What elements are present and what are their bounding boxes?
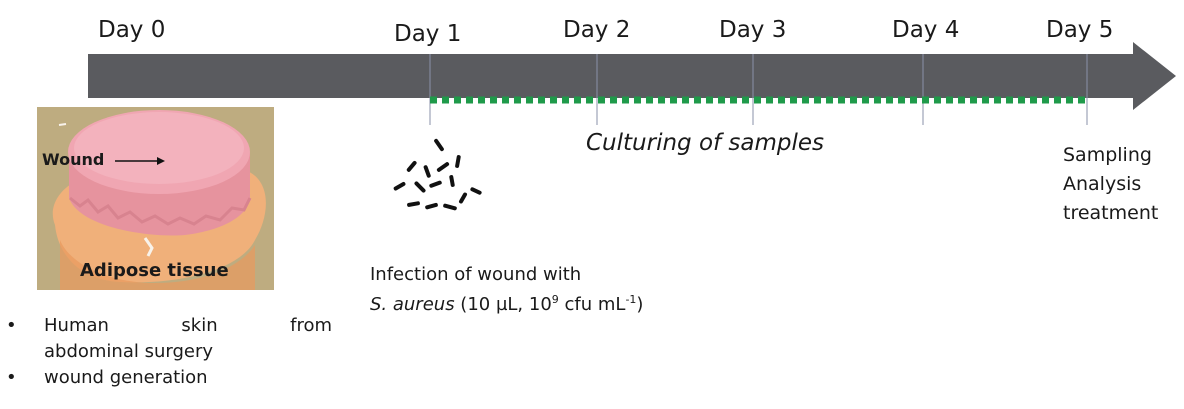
bullet-item-1-cont: abdominal surgery [4, 339, 344, 365]
infection-line-2: S. aureus (10 µL, 109 cfu mL-1) [370, 290, 643, 320]
infection-line-1: Infection of wound with [370, 260, 643, 290]
organism-name: S. aureus [370, 294, 455, 315]
culturing-label: Culturing of samples [586, 130, 824, 156]
infection-text: Infection of wound with S. aureus (10 µL… [370, 260, 643, 320]
bullet-text: abdominal surgery [44, 341, 213, 362]
day-label-1: Day 1 [394, 21, 461, 47]
dose-unit-exponent: -1 [625, 293, 636, 306]
bacteria-icon [393, 138, 482, 211]
final-step-treatment: treatment [1063, 199, 1158, 228]
bullet-word: skin [181, 313, 217, 339]
final-step-sampling: Sampling [1063, 141, 1158, 170]
bullet-word: Human [44, 313, 109, 339]
bullet-text: wound generation [44, 367, 208, 388]
bullet-dot: • [6, 365, 17, 391]
day-label-0: Day 0 [98, 17, 165, 43]
day-label-3: Day 3 [719, 17, 786, 43]
final-step-analysis: Analysis [1063, 170, 1158, 199]
bullet-item-2: • wound generation [4, 365, 344, 391]
dose-unit: cfu mL [559, 294, 626, 315]
adipose-tissue-label: Adipose tissue [80, 260, 229, 281]
bullet-dot: • [6, 313, 17, 339]
bullet-item-1: • Human skin from [4, 313, 344, 339]
bullet-word: from [290, 313, 332, 339]
dose-prefix: (10 µL, 10 [455, 294, 552, 315]
day-label-2: Day 2 [563, 17, 630, 43]
skin-bullet-list: • Human skin from abdominal surgery • wo… [4, 313, 344, 391]
day-label-5: Day 5 [1046, 17, 1113, 43]
dose-exponent: 9 [552, 293, 559, 306]
wound-label: Wound [42, 150, 104, 169]
dose-suffix: ) [636, 294, 643, 315]
final-steps: Sampling Analysis treatment [1063, 141, 1158, 228]
day-label-4: Day 4 [892, 17, 959, 43]
